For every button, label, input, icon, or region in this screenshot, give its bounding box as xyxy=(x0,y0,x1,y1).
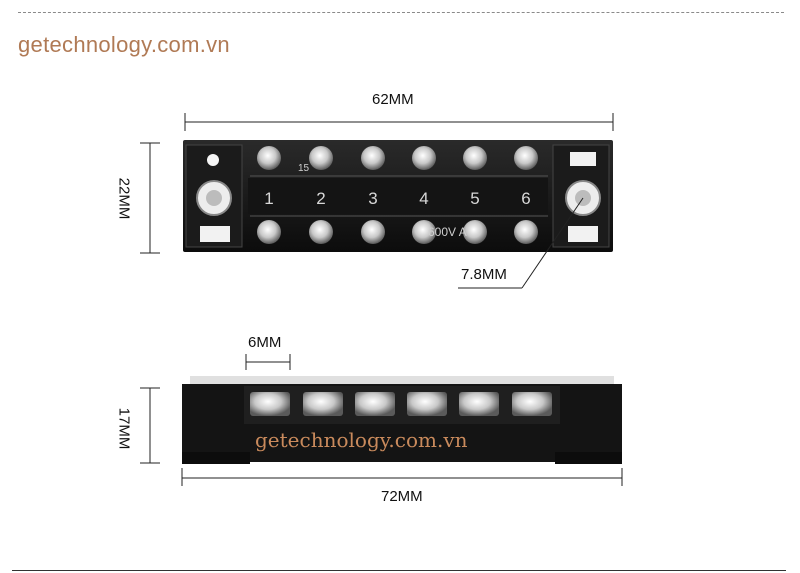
side-length-label: 72MM xyxy=(381,488,423,505)
top-width-dimension xyxy=(184,113,614,131)
part-marking: 15 xyxy=(298,163,310,174)
pitch-label: 6MM xyxy=(248,334,282,351)
terminal-block-top-view xyxy=(183,140,613,252)
bottom-divider xyxy=(12,570,786,571)
top-height-label: 22MM xyxy=(115,177,133,220)
side-height-dimension xyxy=(140,387,160,464)
terminal-number-2: 2 xyxy=(316,189,325,208)
brand-logo-text: getechnology.com.vn xyxy=(18,32,230,57)
top-screws-upper-row xyxy=(257,146,538,170)
side-length-dimension xyxy=(181,468,623,486)
terminal-number-1: 1 xyxy=(264,189,273,208)
side-height-label: 17MM xyxy=(115,407,133,450)
screw-diameter-leader xyxy=(458,197,584,289)
screw-diameter-label: 7.8MM xyxy=(461,266,507,283)
terminal-number-6: 6 xyxy=(521,189,530,208)
pitch-dimension xyxy=(245,354,291,370)
rating-marking: 600V A xyxy=(428,225,467,239)
top-dashed-divider xyxy=(18,12,784,13)
watermark-text: getechnology.com.vn xyxy=(255,428,468,452)
left-mounting-hint-icon xyxy=(207,154,219,166)
top-screws-lower-row xyxy=(257,220,538,244)
terminal-number-5: 5 xyxy=(470,189,479,208)
side-screws xyxy=(250,392,552,416)
terminal-number-4: 4 xyxy=(419,189,428,208)
terminal-number-3: 3 xyxy=(368,189,377,208)
top-width-label: 62MM xyxy=(372,91,414,108)
top-height-dimension xyxy=(140,142,160,254)
